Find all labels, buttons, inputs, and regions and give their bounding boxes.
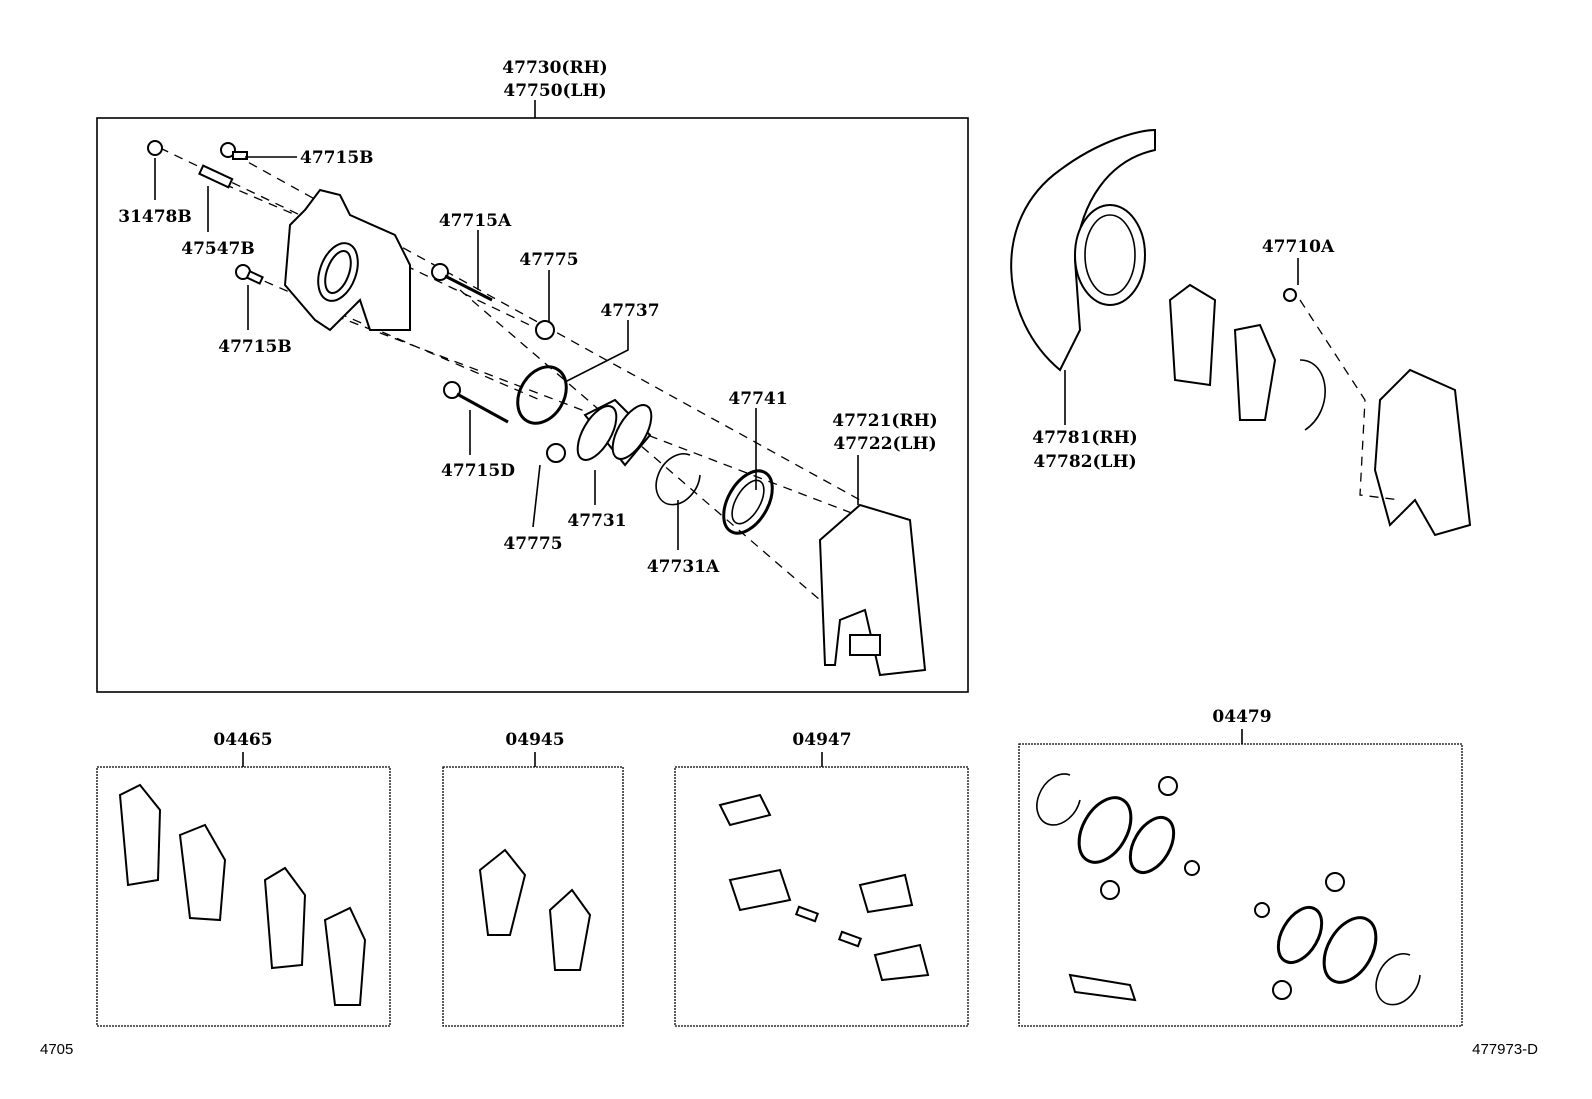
footer-right-code: 477973-D xyxy=(1472,1041,1538,1058)
label-47547b[interactable]: 47547B xyxy=(181,239,255,259)
label-47715a[interactable]: 47715A xyxy=(439,211,512,231)
boot-upper-part xyxy=(535,320,555,340)
leader-lines-right xyxy=(1064,258,1299,425)
bolt-right-part xyxy=(1283,288,1297,302)
label-47741[interactable]: 47741 xyxy=(728,389,787,409)
mounting-part xyxy=(818,503,927,677)
caliper-assembly-box xyxy=(96,117,969,693)
cylinder-kit-parts xyxy=(1036,773,1421,1006)
piston-part xyxy=(576,398,653,467)
bleeder-bolt-bottom-part xyxy=(235,264,264,285)
shims-part xyxy=(478,848,592,971)
piston-seal-part xyxy=(516,365,568,425)
label-04465[interactable]: 04465 xyxy=(213,730,272,750)
label-47715d[interactable]: 47715D xyxy=(441,461,515,481)
set-ring-part xyxy=(655,452,701,506)
label-caliper-lh[interactable]: 47750(LH) xyxy=(503,81,606,101)
label-31478b[interactable]: 31478B xyxy=(118,207,192,227)
pad-set-part xyxy=(1168,283,1326,431)
slide-pin-a-part xyxy=(431,263,493,302)
label-47715b-bottom[interactable]: 47715B xyxy=(218,337,292,357)
label-47710a[interactable]: 47710A xyxy=(1262,237,1335,257)
label-04479[interactable]: 04479 xyxy=(1212,707,1271,727)
label-04945[interactable]: 04945 xyxy=(505,730,564,750)
kit-box-04945 xyxy=(442,766,624,1027)
fitting-clips-part xyxy=(718,793,930,982)
label-47737[interactable]: 47737 xyxy=(600,301,659,321)
brake-pads-part xyxy=(118,783,367,1006)
assembly-lines-right xyxy=(1299,299,1401,501)
label-47715b-top[interactable]: 47715B xyxy=(300,148,374,168)
leader-lines xyxy=(154,156,859,550)
cap-part xyxy=(147,140,163,156)
slide-pin-d-part xyxy=(443,381,509,424)
label-47775-lower[interactable]: 47775 xyxy=(503,534,562,554)
label-47722-lh[interactable]: 47722(LH) xyxy=(833,434,936,454)
label-04947[interactable]: 04947 xyxy=(792,730,851,750)
label-47781-rh[interactable]: 47781(RH) xyxy=(1032,428,1137,448)
assembly-lines xyxy=(159,147,871,601)
footer-left-code: 4705 xyxy=(40,1041,73,1058)
label-47731a[interactable]: 47731A xyxy=(647,557,720,577)
caliper-body-part xyxy=(283,188,411,332)
kit-box-04479 xyxy=(1018,743,1463,1027)
dust-cover-part xyxy=(1010,128,1156,372)
boot-lower-part xyxy=(546,443,566,463)
bleeder-bolt-top-part xyxy=(220,142,248,160)
label-47775-upper[interactable]: 47775 xyxy=(519,250,578,270)
label-47782-lh[interactable]: 47782(LH) xyxy=(1033,452,1136,472)
label-47731[interactable]: 47731 xyxy=(567,511,626,531)
caliper-mount-right-part xyxy=(1373,368,1472,537)
label-caliper-rh[interactable]: 47730(RH) xyxy=(502,58,607,78)
label-47721-rh[interactable]: 47721(RH) xyxy=(832,411,937,431)
cylinder-boot-part xyxy=(722,469,774,535)
kit-box-04947 xyxy=(674,766,969,1027)
bleeder-plug-part xyxy=(198,164,234,189)
